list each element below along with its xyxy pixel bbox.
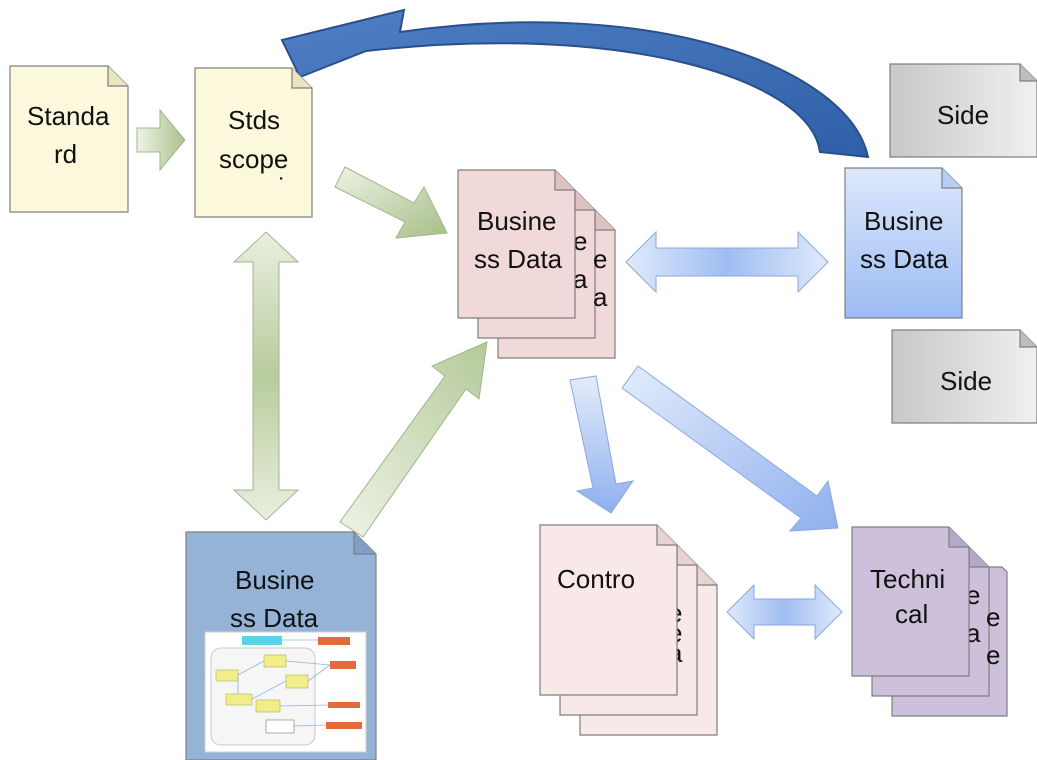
business-data-right-label-line2: ss Data (860, 244, 949, 274)
standard-document: Standa rd (9, 65, 129, 213)
side-bottom-label: Side (940, 366, 992, 396)
business-data-center-label-line1: Busine (477, 206, 557, 236)
back-fragment-1: e (593, 244, 607, 274)
business-data-bottom-label-line2: ss Data (230, 603, 319, 633)
back-fragment-2: a (593, 282, 608, 312)
technical-page-front (851, 526, 970, 677)
center-to-control-arrow (569, 375, 635, 514)
business-data-bottom-label-line1: Busine (235, 565, 315, 595)
scope-bottom-double-arrow (232, 231, 300, 521)
standard-label-line2: rd (54, 139, 77, 169)
control-stack: e e a e a Contro (539, 524, 718, 736)
center-right-double-arrow (625, 230, 829, 294)
technical-back-fragment-4: e (986, 640, 1000, 670)
business-data-center-stack: e a e a Busine ss Data (457, 169, 616, 359)
business-data-center-label-line2: ss Data (474, 244, 563, 274)
stds-scope-label-line2: scope (219, 144, 288, 174)
standard-to-scope-arrow (136, 108, 186, 172)
technical-back-fragment-1: e (966, 580, 980, 610)
technical-label-line1: Techni (870, 564, 945, 594)
technical-back-fragment-3: a (966, 618, 981, 648)
center-to-technical-arrow (621, 365, 839, 532)
scope-to-business-data-arrow (334, 166, 448, 239)
back-fragment-4: a (573, 264, 588, 294)
business-data-right-label-line1: Busine (864, 206, 944, 236)
side-document-top: Side (889, 63, 1037, 158)
technical-stack: e e a e Techni cal (851, 526, 1008, 717)
stds-scope-label-line1: Stds (228, 105, 280, 135)
stds-scope-document: Stds scope ˙ (194, 67, 313, 218)
feedback-curved-arrow (280, 8, 870, 159)
back-fragment-3: e (573, 226, 587, 256)
technical-label-line2: cal (895, 599, 928, 629)
stds-scope-label-line3: ˙ (278, 172, 287, 202)
bottom-to-center-arrow (339, 341, 488, 538)
side-top-label: Side (937, 100, 989, 130)
control-label-line1: Contro (557, 564, 635, 594)
business-data-right-document: Busine ss Data (844, 167, 963, 319)
stack-page-front (457, 169, 576, 319)
control-page-front (539, 524, 678, 696)
business-data-bottom-document: Busine ss Data (185, 531, 377, 760)
standard-label-line1: Standa (27, 101, 110, 131)
technical-back-fragment-2: e (986, 602, 1000, 632)
control-technical-double-arrow (726, 583, 843, 641)
side-document-bottom: Side (891, 329, 1037, 424)
thumbnail-model-diagram-icon (204, 631, 367, 753)
